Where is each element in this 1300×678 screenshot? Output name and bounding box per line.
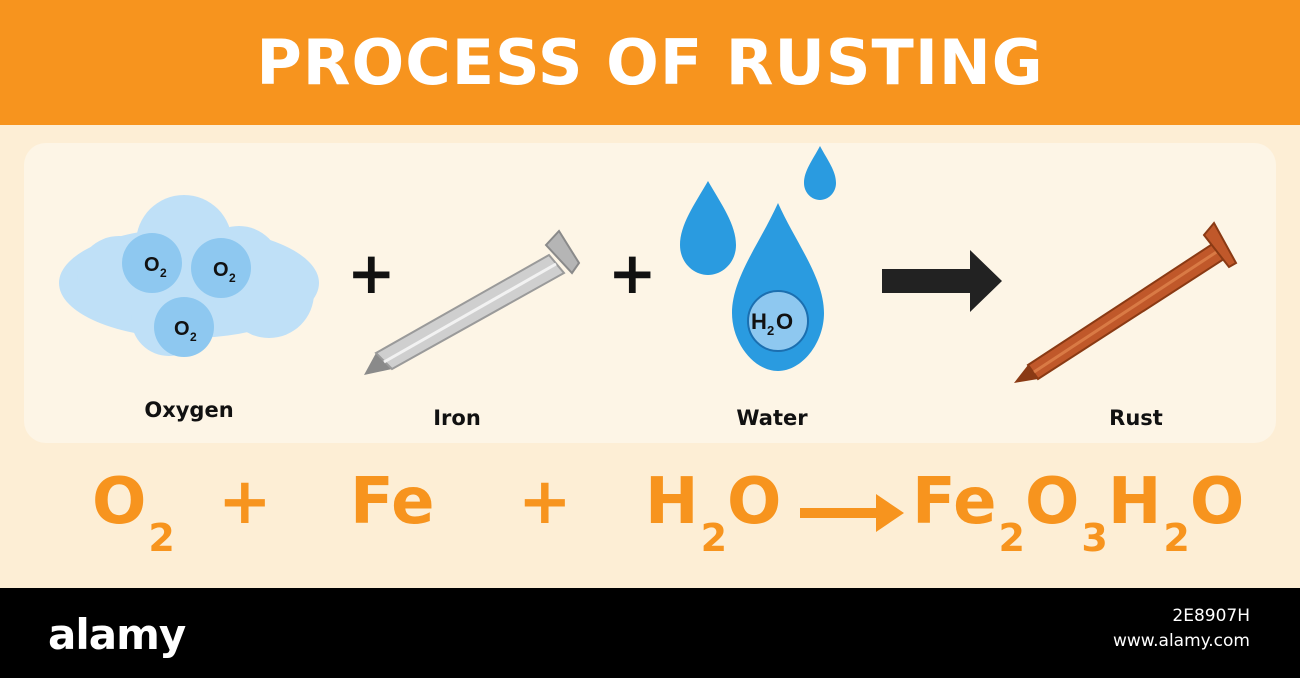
oxygen-molecule-1 — [122, 233, 182, 293]
iron-label: Iron — [433, 406, 481, 430]
watermark-footer: alamy 2E8907H www.alamy.com — [0, 588, 1300, 678]
oxygen-molecule-text: O — [144, 254, 160, 276]
image-id-text: 2E8907H — [1172, 606, 1250, 626]
site-text: www.alamy.com — [1112, 630, 1250, 651]
oxygen-molecule-text: O — [174, 318, 190, 340]
equation-arrow-icon — [800, 494, 904, 532]
rust-label: Rust — [1109, 406, 1163, 430]
equation-term-water: H2O — [645, 465, 782, 560]
reaction-arrow-icon — [882, 250, 1002, 312]
page-title: PROCESS OF RUSTING — [256, 26, 1044, 99]
plus-sign-2: + — [608, 239, 657, 307]
oxygen-molecule-sub: 2 — [229, 271, 236, 285]
oxygen-molecule-3 — [154, 297, 214, 357]
equation-product-rust: Fe2O3H2O — [912, 465, 1245, 560]
alamy-logo: alamy — [48, 610, 186, 659]
rust-nail-icon — [1014, 221, 1238, 383]
oxygen-molecule-2 — [191, 238, 251, 298]
chemical-equation: O2 + Fe + H2O Fe2O3H2O — [0, 470, 1300, 580]
diagram-panel: O 2 O 2 O 2 + + H 2 O — [24, 143, 1276, 443]
equation-plus-2: + — [518, 465, 572, 539]
oxygen-molecule-sub: 2 — [190, 330, 197, 344]
plus-sign-1: + — [347, 239, 396, 307]
equation-term-oxygen: O2 — [92, 465, 175, 560]
reaction-diagram: O 2 O 2 O 2 + + H 2 O — [59, 146, 1238, 383]
water-molecule-h: H — [751, 309, 767, 334]
equation-plus-1: + — [218, 465, 272, 539]
watermark-id: 2E8907H www.alamy.com — [1113, 604, 1250, 653]
oxygen-molecule-text: O — [213, 259, 229, 281]
oxygen-label: Oxygen — [144, 398, 234, 422]
oxygen-molecule-sub: 2 — [160, 266, 167, 280]
water-drops-icon: H 2 O — [680, 146, 836, 371]
oxygen-cloud-icon: O 2 O 2 O 2 — [59, 195, 319, 357]
water-label: Water — [736, 406, 808, 430]
equation-term-iron: Fe — [350, 465, 435, 539]
water-molecule-sub: 2 — [767, 323, 774, 338]
title-banner: PROCESS OF RUSTING — [0, 0, 1300, 125]
iron-nail-icon — [364, 229, 581, 375]
water-molecule-o: O — [776, 309, 793, 334]
